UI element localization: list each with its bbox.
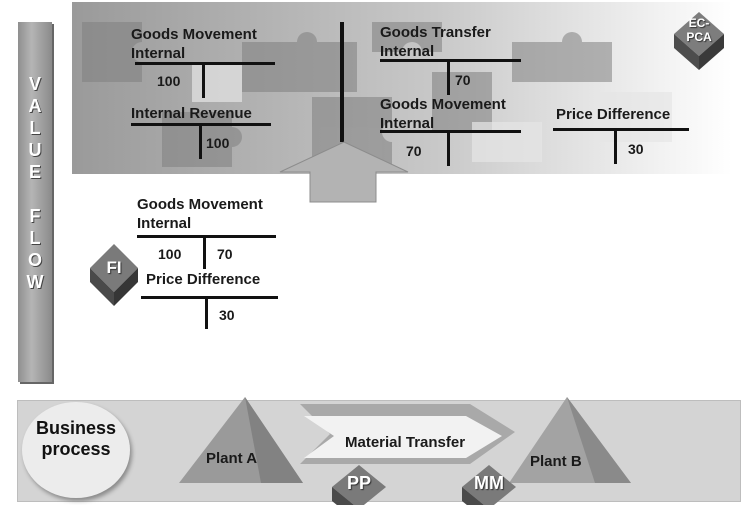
fi-badge-icon <box>90 244 138 306</box>
gt-value: 70 <box>455 72 471 88</box>
plant-a-label: Plant A <box>206 450 258 467</box>
t-account-line <box>205 296 208 329</box>
t-account-line <box>135 62 275 65</box>
value-flow-bar: V A L U E F L O W <box>18 22 52 382</box>
t-account-line <box>447 59 450 95</box>
business-process-ellipse: Business process <box>22 402 130 498</box>
t-account-line <box>203 235 206 269</box>
pp-badge-icon <box>332 465 386 505</box>
material-transfer-label: Material Transfer <box>345 434 466 451</box>
up-arrow <box>279 141 409 203</box>
value-flow-letter: L <box>29 228 41 248</box>
plant-b-pyramid <box>509 397 631 483</box>
t-account-line <box>614 128 617 164</box>
mid-gm-label: Goods Movement Internal <box>137 196 263 232</box>
pp-label: PP <box>346 473 371 493</box>
t-account-line <box>553 128 689 131</box>
material-transfer-arrow <box>300 404 515 464</box>
plant-a-pyramid <box>179 397 303 483</box>
t-account-line <box>380 59 521 62</box>
top-gm-label-1: Goods Movement Internal <box>131 25 257 63</box>
ecpca-label: EC- PCA <box>686 16 712 44</box>
ir-value: 100 <box>206 135 230 151</box>
gm-value: 100 <box>157 73 181 89</box>
t-account-line <box>199 123 202 159</box>
value-flow-letter: O <box>27 250 42 270</box>
value-flow-letter: E <box>28 162 41 182</box>
mid-gm-credit: 70 <box>217 246 233 262</box>
gm2-value: 70 <box>406 143 422 159</box>
mm-label: MM <box>474 473 504 493</box>
value-flow-letter: F <box>29 206 41 226</box>
gt-label: Goods Transfer Internal <box>380 24 491 60</box>
t-account-line <box>447 130 450 166</box>
mm-badge-icon <box>462 465 516 505</box>
t-account-line <box>202 62 205 98</box>
value-flow-letter: V <box>28 74 41 94</box>
fi-label: FI <box>106 258 122 277</box>
mid-pd-label: Price Difference <box>146 271 261 288</box>
business-process-label: Business process <box>35 418 117 459</box>
pd-label-top: Price Difference <box>556 106 671 123</box>
divider-line <box>340 22 344 142</box>
gm2-label: Goods Movement Internal <box>380 96 506 132</box>
pd-value-top: 30 <box>628 141 644 157</box>
plant-b-label: Plant B <box>530 453 582 470</box>
t-account-line <box>380 130 521 133</box>
value-flow-letter: W <box>26 272 44 292</box>
ir-label: Internal Revenue <box>131 105 252 122</box>
mid-gm-debit: 100 <box>158 246 182 262</box>
ecpca-badge-icon <box>674 12 724 70</box>
t-account-line <box>137 235 276 238</box>
gm-label: Goods Movement Internal <box>131 26 257 62</box>
mid-pd-value: 30 <box>219 307 235 323</box>
value-flow-letter: L <box>29 118 41 138</box>
value-flow-letter: U <box>28 140 42 160</box>
value-flow-letter: A <box>28 96 42 116</box>
t-account-line <box>141 296 278 299</box>
